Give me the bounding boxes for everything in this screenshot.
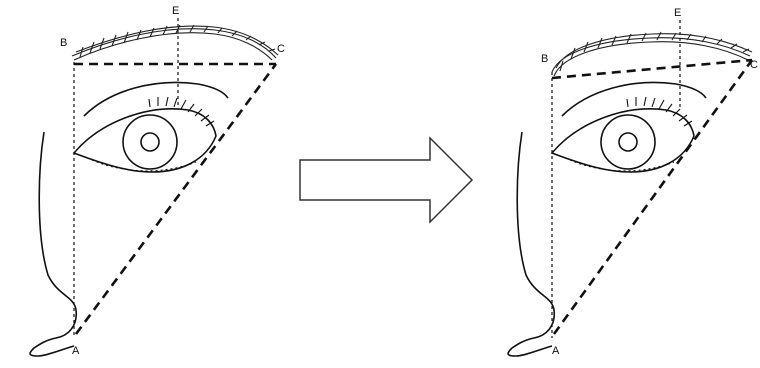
left-face-profile — [30, 132, 76, 356]
right-guide-ac — [554, 60, 752, 334]
right-eyebrow — [552, 32, 752, 76]
left-figure: A B C E — [30, 5, 285, 357]
left-eyebrow — [72, 25, 278, 60]
right-eyelashes — [627, 97, 692, 126]
left-label-c: C — [277, 43, 285, 55]
right-face-profile — [508, 132, 554, 356]
transition-arrow — [300, 138, 472, 222]
right-guide-bc — [552, 60, 752, 78]
left-label-a: A — [72, 345, 80, 357]
left-pupil — [141, 133, 159, 151]
right-iris — [601, 115, 655, 169]
left-eyelashes — [149, 97, 214, 126]
right-lower-lashes — [570, 160, 674, 171]
right-label-e: E — [674, 7, 681, 19]
right-label-b: B — [541, 53, 548, 65]
right-label-a: A — [552, 345, 560, 357]
left-lid-crease — [84, 82, 228, 116]
right-figure: A B C E — [508, 7, 758, 357]
right-lid-crease — [562, 82, 706, 116]
right-pupil — [619, 133, 637, 151]
left-label-e: E — [172, 5, 179, 17]
left-lower-lashes — [92, 160, 196, 171]
left-label-b: B — [60, 37, 67, 49]
left-iris — [123, 115, 177, 169]
right-label-c: C — [750, 59, 758, 71]
left-guide-ac — [76, 64, 276, 334]
